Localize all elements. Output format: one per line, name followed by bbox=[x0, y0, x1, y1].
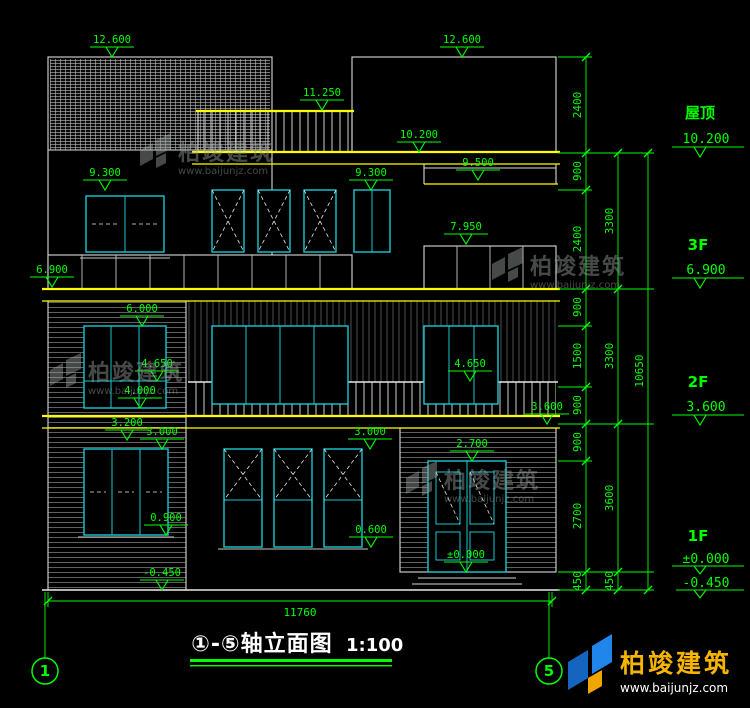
watermark: 柏竣建筑 www.baijunjz.com bbox=[492, 247, 626, 291]
title-label: ①-⑤轴立面图 bbox=[191, 631, 332, 657]
window-1f-mid bbox=[323, 448, 363, 548]
elevation-markers: 12.600 12.600 11.250 10.200 9.300 9.300 … bbox=[29, 34, 570, 591]
elevation-value: 11.250 bbox=[303, 87, 341, 99]
dim-value: 2700 bbox=[571, 503, 584, 530]
dim-value: 450 bbox=[603, 571, 616, 591]
window-2f-left bbox=[83, 325, 167, 409]
dim-value: 10650 bbox=[633, 354, 646, 387]
elevation-value: 12.600 bbox=[443, 34, 481, 46]
axis-bubbles: 1 5 bbox=[31, 592, 563, 685]
floor-elevation: ±0.000 bbox=[683, 552, 730, 567]
axis-number: 5 bbox=[544, 662, 554, 680]
title-scale: 1:100 bbox=[346, 635, 403, 656]
elevation-value: 7.950 bbox=[450, 221, 482, 233]
title-underline bbox=[190, 665, 392, 667]
dim-value: 3300 bbox=[603, 343, 616, 370]
floor-name: 2F bbox=[688, 373, 709, 391]
elevation-value: 2.700 bbox=[456, 438, 488, 450]
logo-mark bbox=[568, 650, 588, 690]
dim-value: 900 bbox=[571, 297, 584, 317]
axis-number: 1 bbox=[40, 662, 50, 680]
roof-railing bbox=[198, 111, 352, 152]
floor-name: 1F bbox=[688, 527, 709, 545]
watermark: 柏竣建筑 www.baijunjz.com bbox=[140, 133, 274, 177]
elevation-value: 6.900 bbox=[36, 264, 68, 276]
elevation-value: 3.200 bbox=[111, 417, 143, 429]
watermark-name: 柏竣建筑 bbox=[444, 468, 540, 494]
elevation-value: 10.200 bbox=[400, 129, 438, 141]
dim-value: 3600 bbox=[603, 485, 616, 512]
watermark-name: 柏竣建筑 bbox=[88, 360, 184, 386]
brand-logo: 柏竣建筑 www.baijunjz.com bbox=[568, 634, 732, 695]
axis-bubble-circle bbox=[535, 657, 563, 685]
floor-elevation: -0.450 bbox=[683, 576, 730, 591]
dim-value: 1500 bbox=[571, 343, 584, 370]
floor-elevation: 3.600 bbox=[686, 400, 725, 415]
elevation-value: 9.300 bbox=[355, 167, 387, 179]
title-underline bbox=[190, 659, 392, 662]
bottom-dimension: 11760 bbox=[43, 592, 557, 619]
floor-elevation: 10.200 bbox=[683, 132, 730, 147]
windows-and-doors bbox=[78, 189, 507, 573]
elevation-value: 4.000 bbox=[124, 385, 156, 397]
overall-width-value: 11760 bbox=[283, 606, 316, 619]
elevation-value: 9.300 bbox=[89, 167, 121, 179]
floor-name: 3F bbox=[688, 236, 709, 254]
watermark-name: 柏竣建筑 bbox=[178, 140, 274, 166]
window-1f-mid bbox=[223, 448, 263, 548]
elevation-value: 12.600 bbox=[93, 34, 131, 46]
dim-value: 450 bbox=[571, 571, 584, 591]
floor-name: 屋顶 bbox=[685, 104, 715, 122]
watermark-url: www.baijunjz.com bbox=[444, 494, 534, 505]
dim-value: 900 bbox=[571, 161, 584, 181]
dimension-chains: 2400 900 2400 900 1500 900 900 2700 450 … bbox=[558, 52, 654, 595]
floor-labels: 屋顶 10.200 3F 6.900 2F 3.600 1F ±0.000 -0… bbox=[672, 104, 744, 599]
elevation-value: ±0.000 bbox=[447, 549, 485, 561]
logo-mark bbox=[592, 634, 612, 674]
window-2f-right bbox=[423, 325, 499, 405]
elevation-value: -0.450 bbox=[143, 567, 181, 579]
watermark-name: 柏竣建筑 bbox=[530, 254, 626, 280]
elevation-value: 4.650 bbox=[454, 358, 486, 370]
elevation-value: 3.000 bbox=[146, 426, 178, 438]
axis-bubble-circle bbox=[31, 657, 59, 685]
logo-mark bbox=[588, 670, 602, 694]
dim-value: 900 bbox=[571, 432, 584, 452]
elevation-value: 3.600 bbox=[531, 401, 563, 413]
elevation-value: 6.000 bbox=[126, 303, 158, 315]
watermark: 柏竣建筑 www.baijunjz.com bbox=[50, 353, 184, 397]
dim-value: 900 bbox=[571, 395, 584, 415]
brand-url: www.baijunjz.com bbox=[620, 681, 728, 695]
watermark: 柏竣建筑 www.baijunjz.com bbox=[406, 461, 540, 505]
window-1f-mid bbox=[273, 448, 313, 548]
watermark-url: www.baijunjz.com bbox=[88, 386, 178, 397]
watermark-url: www.baijunjz.com bbox=[178, 166, 268, 177]
brand-name: 柏竣建筑 bbox=[620, 649, 732, 678]
dim-value: 3300 bbox=[603, 208, 616, 235]
elevation-value: 3.000 bbox=[354, 426, 386, 438]
elevation-value: 0.900 bbox=[150, 512, 182, 524]
elevation-value: 0.600 bbox=[355, 524, 387, 536]
dim-value: 2400 bbox=[571, 226, 584, 253]
elevation-value: 4.650 bbox=[141, 358, 173, 370]
watermark-url: www.baijunjz.com bbox=[530, 280, 620, 291]
floor-elevation: 6.900 bbox=[686, 263, 725, 278]
dim-value: 2400 bbox=[571, 92, 584, 119]
drawing-title: ①-⑤轴立面图 1:100 bbox=[190, 631, 403, 667]
elevation-value: 9.500 bbox=[462, 157, 494, 169]
